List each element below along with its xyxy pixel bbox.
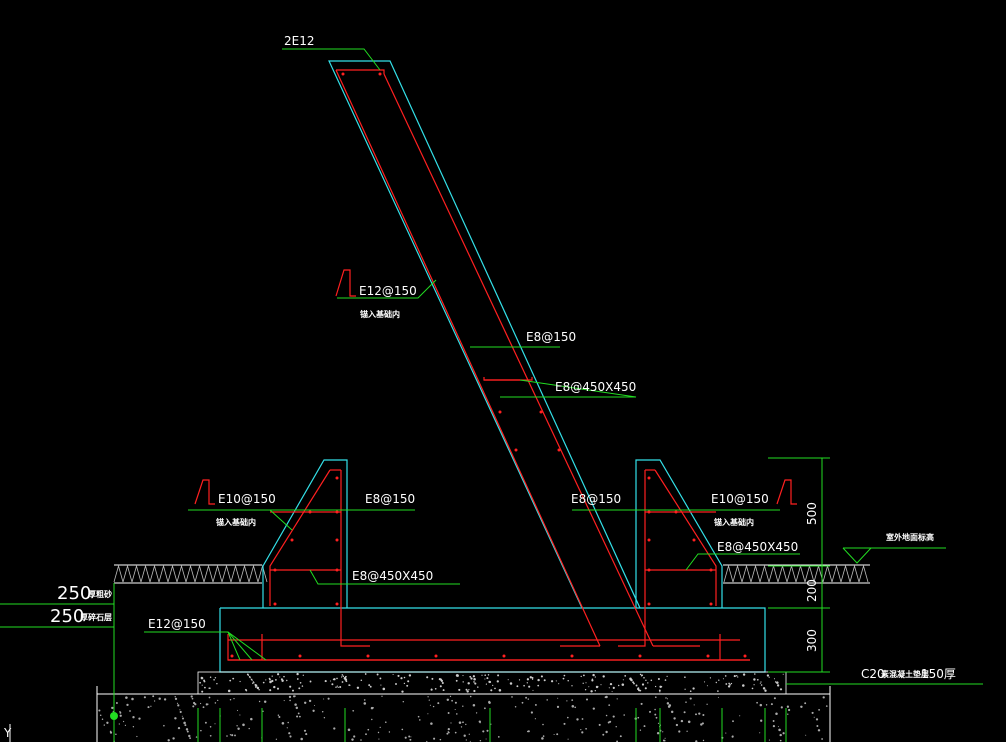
- label-diag-rebar-note: 锚入基础内: [360, 309, 400, 319]
- rebar-footing: [227, 634, 750, 661]
- label-sand-txt: 厚粗砂: [88, 589, 112, 599]
- label-left-stirrup: E8@150: [365, 492, 415, 506]
- axis-marker: [9, 712, 118, 742]
- label-ground-mark: 室外地面标高: [886, 532, 934, 542]
- label-concrete-num: C20: [861, 667, 885, 681]
- label-diag-stirrup: E8@150: [526, 330, 576, 344]
- dim-middle: 200: [805, 579, 819, 602]
- label-right-tie: E8@450X450: [717, 540, 798, 554]
- dim-upper: 500: [805, 502, 819, 525]
- label-right-stirrup: E8@150: [571, 492, 621, 506]
- rebar-diagonal: [335, 69, 700, 647]
- leader-lines: [0, 48, 983, 742]
- ground-hatch-right: [723, 564, 870, 584]
- label-gravel-txt: 厚碎石层: [80, 612, 112, 622]
- dim-lower: 300: [805, 629, 819, 652]
- label-left-main: E10@150: [218, 492, 276, 506]
- label-gravel-num: 250: [50, 606, 84, 627]
- diagonal-strut-outline: [328, 60, 641, 609]
- label-base-rebar: E12@150: [148, 617, 206, 631]
- label-diag-tie: E8@450X450: [555, 380, 636, 394]
- gravel-base: [96, 686, 831, 742]
- left-buttress-outline: [262, 459, 348, 608]
- rebar-left-buttress: [269, 469, 370, 647]
- label-left-tie: E8@450X450: [352, 569, 433, 583]
- ground-hatch-left: [113, 564, 268, 584]
- right-buttress-outline: [635, 459, 723, 608]
- label-right-main-note: 锚入基础内: [714, 517, 754, 527]
- label-diag-rebar: E12@150: [359, 284, 417, 298]
- label-right-main: E10@150: [711, 492, 769, 506]
- label-concrete-mid: 素混凝土垫层: [881, 669, 929, 679]
- concrete-pad: [197, 671, 787, 695]
- label-top-rebar: 2E12: [284, 34, 315, 48]
- rebar-shape-symbols: [194, 269, 797, 505]
- label-concrete-end: 150厚: [921, 667, 956, 681]
- label-axis-y: Y: [3, 726, 12, 740]
- label-left-main-note: 锚入基础内: [216, 517, 256, 527]
- label-sand-num: 250: [57, 583, 91, 604]
- rebar-right-buttress: [618, 469, 717, 647]
